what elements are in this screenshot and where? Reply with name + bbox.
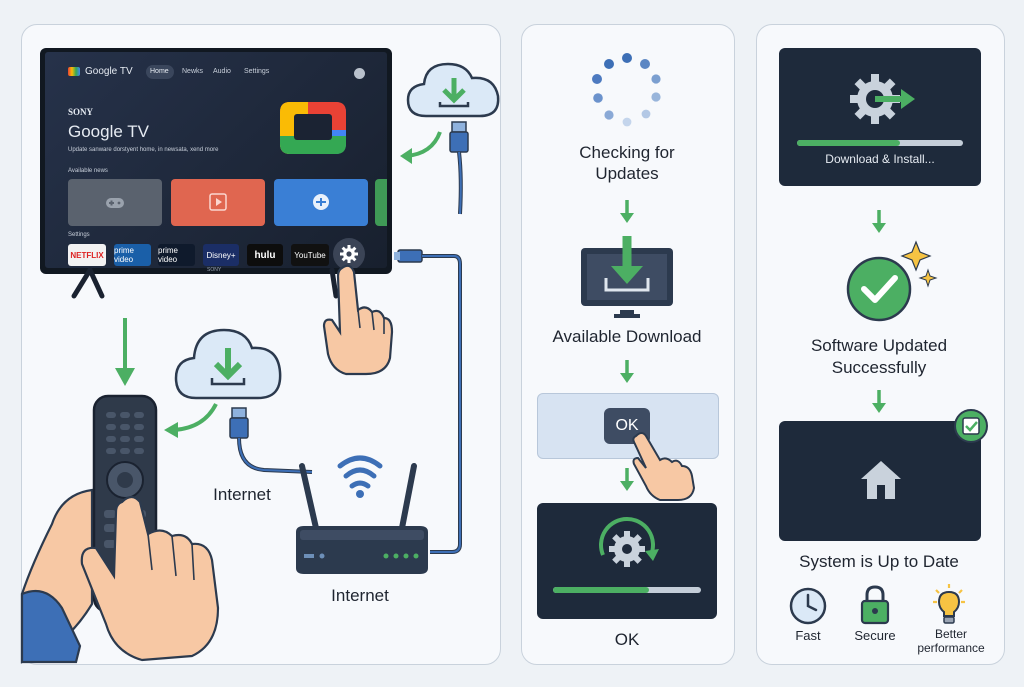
- gear-icon: [340, 245, 358, 263]
- green-arrow-down: [620, 468, 634, 491]
- app-prime-video-2[interactable]: prime video: [158, 244, 195, 266]
- tv-hero-subtitle: Update sanware dorstyent home, in newsat…: [68, 147, 219, 153]
- wifi-router-icon: [296, 455, 428, 574]
- system-up-to-date-label: System is Up to Date: [799, 552, 959, 571]
- ethernet-plug-top: [449, 121, 469, 215]
- gear-install-icon: [850, 74, 915, 124]
- lightbulb-icon: [933, 584, 965, 624]
- google-tv-hero-logo: [278, 100, 348, 156]
- loading-spinner-icon: [592, 53, 661, 127]
- green-arrow-left: [400, 131, 442, 164]
- tv-stand: [71, 267, 339, 299]
- remote-control-with-hands: [20, 394, 220, 664]
- cloud-download-icon-2: [174, 328, 282, 400]
- tv-row2-label: Settings: [68, 232, 90, 238]
- google-tv-logo: [68, 67, 80, 76]
- tv-nav-item[interactable]: Home: [150, 68, 169, 75]
- tv-hero-title: Google TV: [68, 122, 149, 141]
- lock-icon: [860, 585, 890, 625]
- tv-nav-item[interactable]: Settings: [244, 68, 270, 75]
- tv-nav-home[interactable]: [146, 65, 174, 79]
- pointing-hand-middle: [632, 432, 696, 501]
- tv-tile-gaming[interactable]: [68, 179, 162, 226]
- cloud-download-icon: [406, 62, 500, 118]
- app-disney[interactable]: Disney+: [203, 244, 239, 266]
- gamepad-icon: [106, 198, 124, 208]
- app-prime-video[interactable]: prime video: [114, 244, 151, 266]
- ethernet-plug-middle: [229, 407, 313, 474]
- badge-check-icon: [954, 409, 988, 443]
- monitor-download-icon: [581, 236, 673, 318]
- tv-bezel-logo: SONY: [207, 267, 222, 273]
- tv-row1-label: Available news: [68, 168, 108, 174]
- profile-avatar[interactable]: [354, 68, 365, 79]
- settings-gear-button[interactable]: [333, 238, 365, 268]
- tv-maker-label: SONY: [68, 107, 94, 117]
- app-netflix[interactable]: NETFLIX: [68, 244, 106, 266]
- tv-screen: Google TV Home Newks Audio Settings SONY…: [45, 52, 387, 268]
- step-available-download: Available Download: [552, 327, 702, 346]
- step-ok-label: OK: [614, 630, 640, 649]
- feature-better-performance: Better performance: [917, 627, 985, 655]
- tv-nav-item[interactable]: Newks: [182, 68, 204, 75]
- pointing-hand-top: [322, 264, 394, 376]
- green-arrow-down: [115, 318, 135, 386]
- tv-tile-video[interactable]: [171, 179, 265, 226]
- install-progress-fill: [797, 140, 900, 146]
- download-install-label: Download & Install...: [825, 152, 935, 166]
- update-progress-track: [553, 587, 701, 593]
- link-icon: [313, 194, 329, 210]
- update-screen: [537, 503, 717, 619]
- green-arrow-left-2: [164, 403, 218, 438]
- success-check-icon: [846, 240, 938, 322]
- tv-nav-item[interactable]: Audio: [213, 68, 231, 75]
- feature-secure: Secure: [854, 628, 896, 643]
- home-icon: [861, 461, 901, 499]
- clock-icon: [789, 587, 827, 625]
- ethernet-cable-long: [394, 249, 462, 554]
- app-youtube[interactable]: YouTube: [291, 244, 329, 266]
- install-progress-track: [797, 140, 963, 146]
- green-arrow-down: [872, 390, 886, 413]
- internet-label-router: Internet: [331, 586, 389, 605]
- install-screen: Download & Install...: [779, 48, 981, 186]
- green-arrow-down: [620, 200, 634, 223]
- home-screen: [779, 421, 981, 541]
- feature-fast: Fast: [795, 628, 821, 643]
- green-arrow-down: [872, 210, 886, 233]
- app-hulu[interactable]: hulu: [247, 244, 283, 266]
- update-progress-fill: [553, 587, 650, 593]
- tv-tile-connect[interactable]: [274, 179, 368, 226]
- tv-tile-partial[interactable]: [375, 179, 387, 226]
- play-icon: [209, 193, 227, 211]
- gear-refresh-icon: [599, 517, 659, 567]
- tv-brand-label: Google TV: [85, 66, 133, 77]
- step-checking-updates: Checking for Updates: [579, 143, 675, 183]
- software-updated-label: Software Updated Successfully: [810, 336, 948, 377]
- green-arrow-down: [620, 360, 634, 383]
- internet-label-left: Internet: [213, 485, 271, 504]
